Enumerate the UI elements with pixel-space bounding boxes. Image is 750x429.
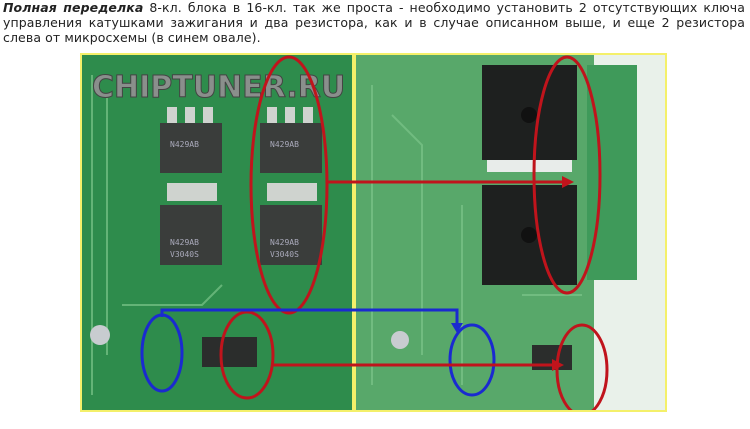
red-oval	[532, 55, 602, 295]
chip-label: N429AB	[170, 140, 199, 149]
capacitor	[90, 325, 110, 345]
chip-label: V3040S	[270, 250, 299, 259]
description-paragraph: Полная переделка 8-кл. блока в 16-кл. та…	[3, 0, 745, 45]
chip-label: V3040S	[170, 250, 199, 259]
blue-arrow	[160, 308, 459, 325]
mosfet-chip	[260, 123, 322, 173]
photo-divider	[352, 55, 356, 410]
red-oval	[555, 323, 609, 410]
microcontroller-chip	[202, 337, 257, 367]
capacitor	[391, 331, 409, 349]
chip-label: N429AB	[270, 140, 299, 149]
mosfet-chip	[160, 205, 222, 265]
paragraph-text: 8-кл. блока в 16-кл. так же проста - нео…	[3, 0, 745, 45]
watermark: CHIPTUNER.RU	[92, 70, 345, 105]
red-oval	[249, 55, 329, 315]
mosfet-chip	[160, 123, 222, 173]
chip-label: N429AB	[170, 238, 199, 247]
pcb-comparison-photo: N429AB N429AB N429AB V3040S N429AB V3040…	[80, 53, 667, 412]
blue-oval	[448, 323, 496, 397]
red-oval	[219, 310, 275, 400]
chip-label: N429AB	[270, 238, 299, 247]
paragraph-lead: Полная переделка	[3, 0, 144, 15]
mosfet-chip	[260, 205, 322, 265]
pcb-illustration: N429AB N429AB N429AB V3040S N429AB V3040…	[82, 55, 665, 410]
